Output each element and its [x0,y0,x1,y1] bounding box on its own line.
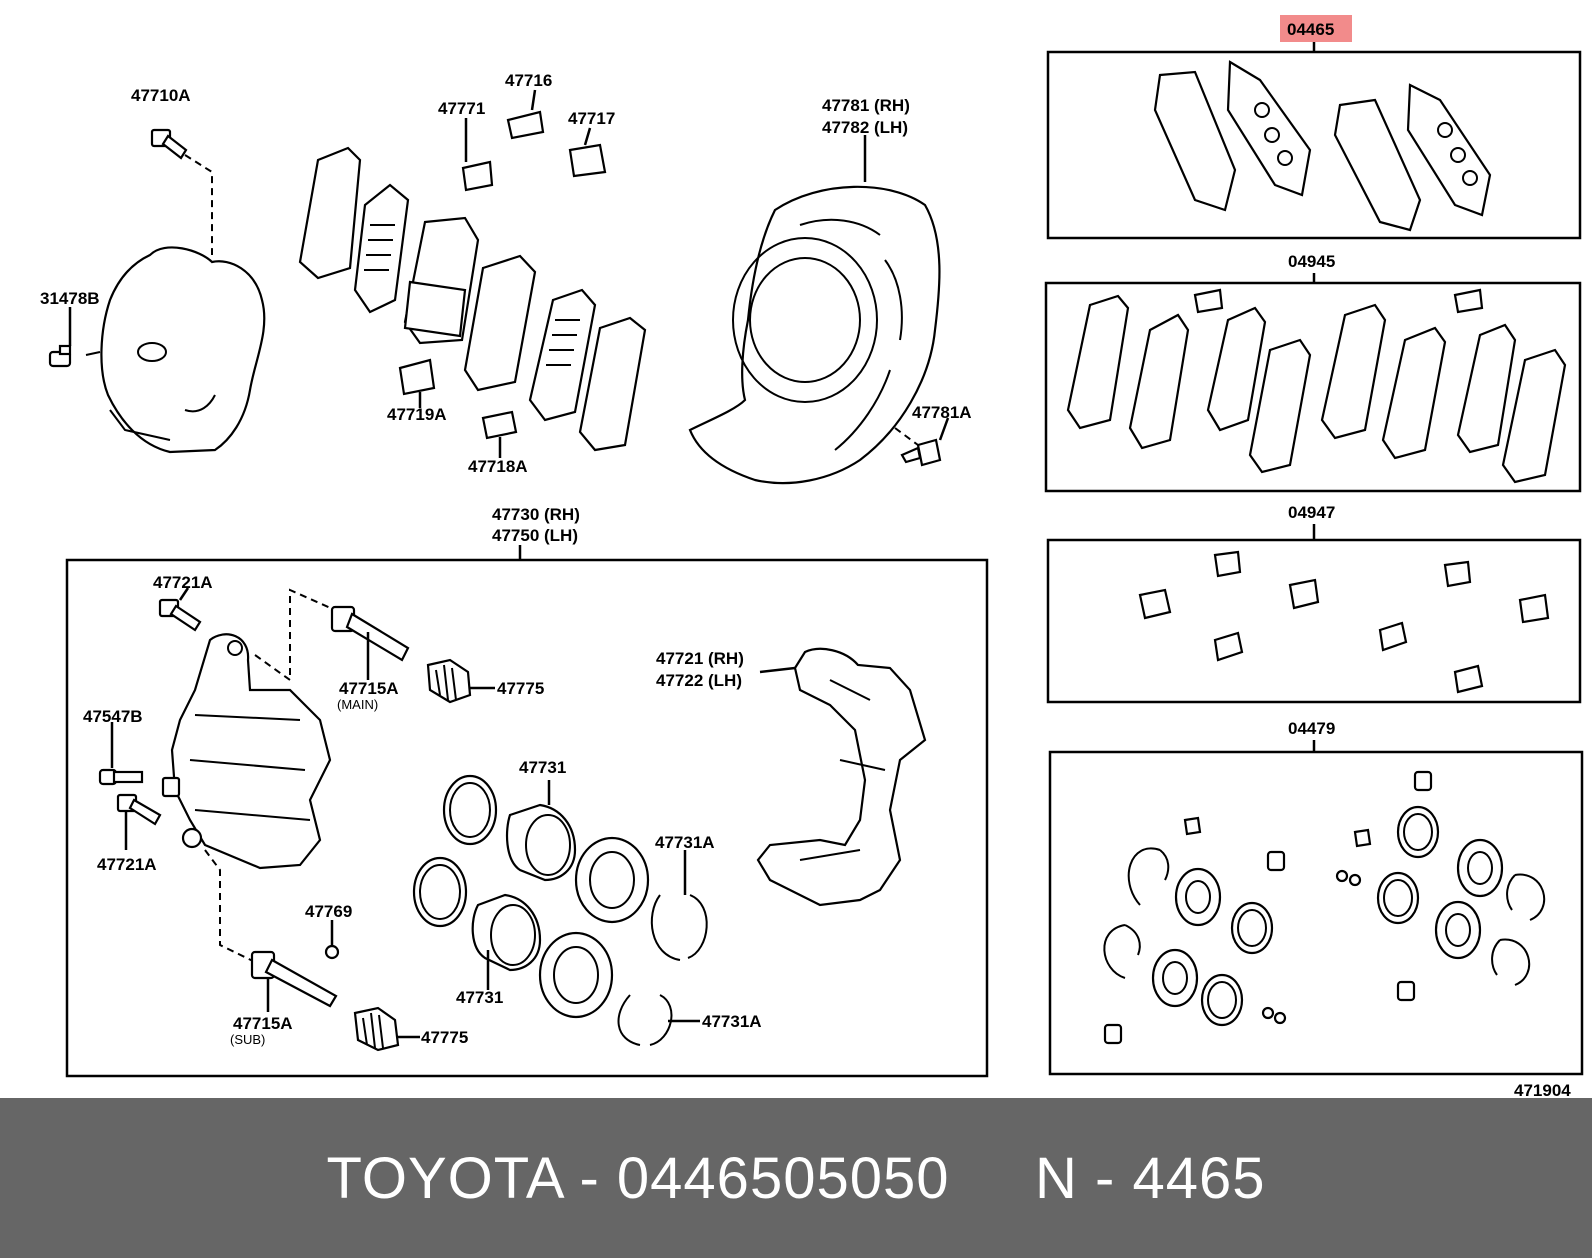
kit-box-04479 [1048,750,1584,1076]
piston-seal-drawing [324,774,708,1046]
label-47775-bottom: 47775 [421,1028,468,1047]
label-47781-rh: 47781 (RH) [822,96,910,115]
label-04945: 04945 [1288,252,1335,271]
clip-47717 [568,143,607,178]
highlight-04465 [1280,15,1352,42]
clip-47719A [398,358,436,396]
label-47769: 47769 [305,902,352,921]
pad-set-drawing [1153,60,1492,232]
label-47722-lh: 47722 (LH) [656,671,742,690]
label-47721A-top: 47721A [153,573,213,592]
label-04947: 04947 [1288,503,1335,522]
pin-47715A-main [330,605,410,662]
pin-47715A-sub [250,950,338,1008]
label-47718A: 47718A [468,457,528,476]
seal-set-drawing [1103,770,1546,1045]
label-31478B: 31478B [40,289,100,308]
label-47782-lh: 47782 (LH) [822,118,908,137]
label-471904: 471904 [1514,1081,1571,1098]
label-47750-lh: 47750 (LH) [492,526,578,545]
label-47715A-main-note: (MAIN) [337,697,378,712]
bleeder-31478B [48,344,72,368]
label-47775-top: 47775 [497,679,544,698]
shim-set-drawing [1066,288,1567,484]
bolt-47721A-top [158,598,202,632]
label-47721-rh: 47721 (RH) [656,649,744,668]
label-47730-rh: 47730 (RH) [492,505,580,524]
kit-box-04465 [1046,50,1582,240]
footer-banner: TOYOTA - 0446505050 N - 4465 [0,1098,1592,1258]
label-47716: 47716 [505,71,552,90]
mount-bracket-drawing [756,647,927,907]
label-47547B: 47547B [83,707,143,726]
label-47717: 47717 [568,109,615,128]
caliper-body-drawing [85,246,266,454]
bolt-47721A-bottom [116,793,162,826]
label-47721A-bottom: 47721A [97,855,157,874]
bolt-47781A [900,438,942,467]
bleeder-47547B [98,768,144,786]
label-47731A-top: 47731A [655,833,715,852]
label-04479: 04479 [1288,719,1335,738]
label-47715A: 47715A [339,679,399,698]
kit-box-04947 [1046,538,1582,704]
label-47731A-bottom: 47731A [702,1012,762,1031]
clip-47716 [506,110,545,140]
label-47715A-sub: 47715A [233,1014,293,1033]
boot-47775-bottom [353,1006,400,1052]
clip-set-drawing [1138,550,1550,694]
label-47715A-sub-note: (SUB) [230,1032,265,1047]
clip-47718A [481,410,518,440]
kit-box-04945 [1044,281,1582,493]
part-number-title: TOYOTA - 0446505050 N - 4465 [326,1145,1266,1211]
bolt-47710A [150,128,188,160]
label-47710A: 47710A [131,86,191,105]
label-47719A: 47719A [387,405,447,424]
dust-shield-drawing [688,185,941,485]
label-47731-top: 47731 [519,758,566,777]
label-47781A: 47781A [912,403,972,422]
label-47731-bottom: 47731 [456,988,503,1007]
assembly-box-47730 [65,558,989,1078]
pad-shim-group [298,146,647,452]
clip-47771 [461,160,494,192]
caliper-assembly-drawing [161,633,332,870]
boot-47775-top [426,658,472,704]
parts-diagram: 47710A 31478B 47771 47716 47717 47719A 4… [40,15,1584,1098]
label-04465: 04465 [1287,20,1334,39]
label-47771: 47771 [438,99,485,118]
